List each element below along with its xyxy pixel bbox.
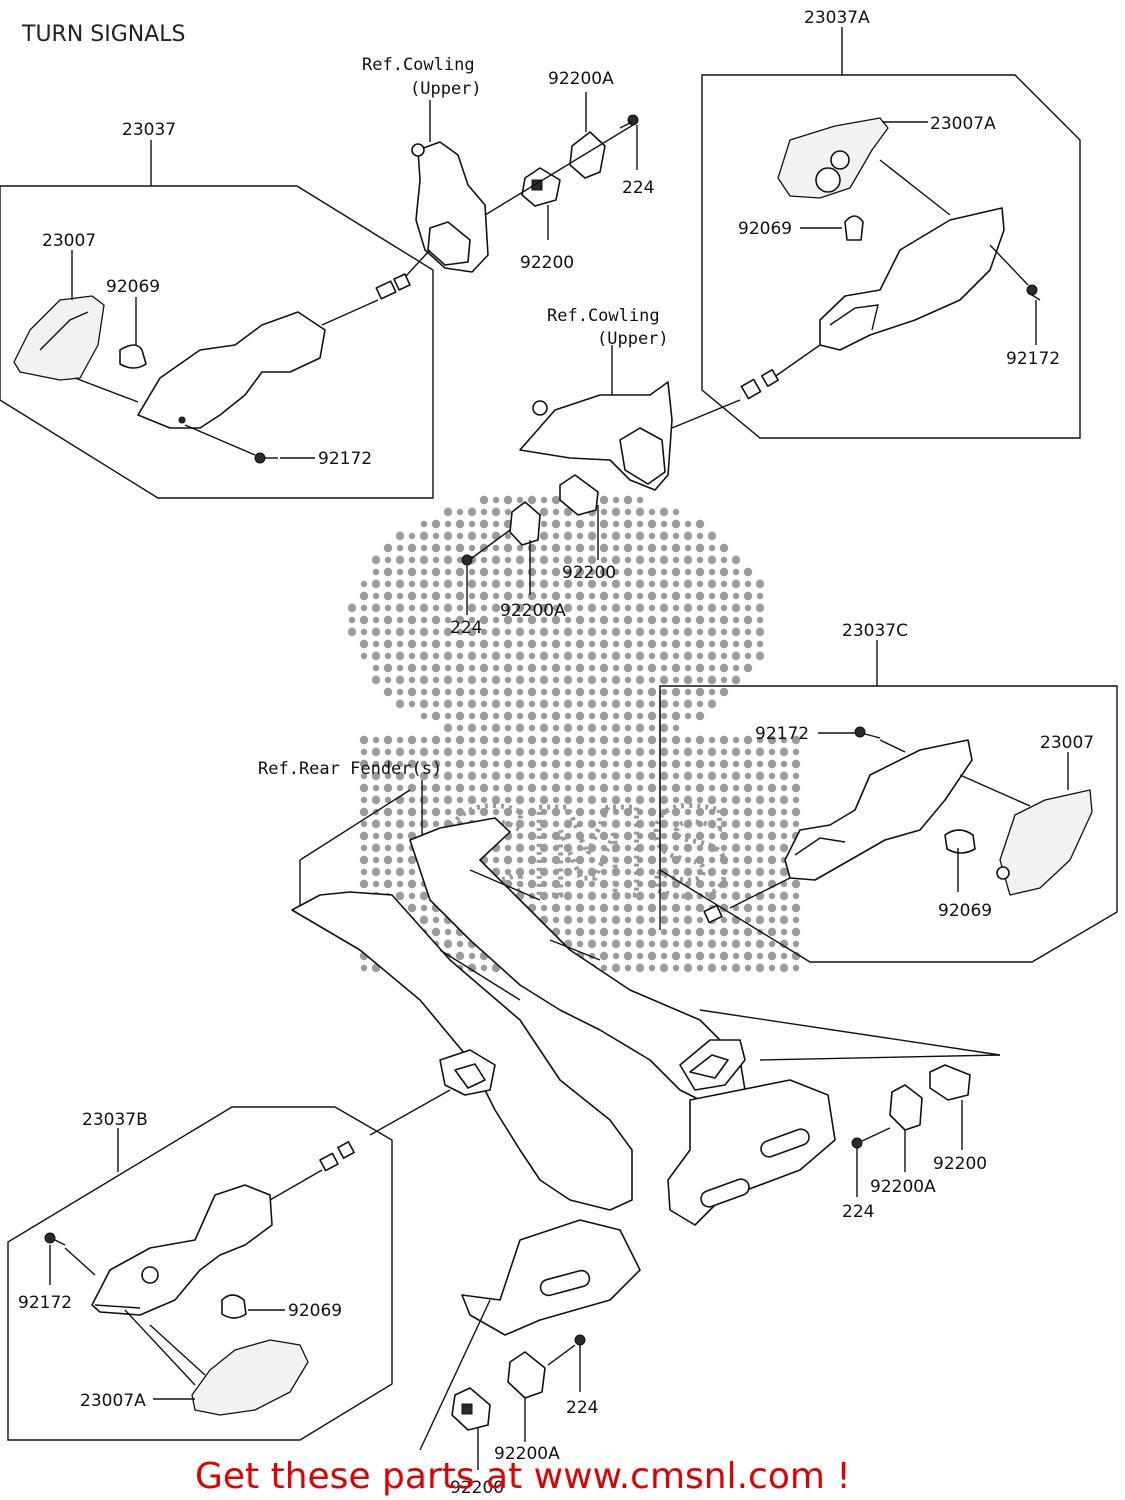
footer-link-text[interactable]: Get these parts at www.cmsnl.com !	[195, 1456, 851, 1497]
label-23007A: 23007A	[80, 1391, 146, 1411]
clip-92200A	[507, 1351, 546, 1399]
housing	[137, 311, 326, 429]
housing	[91, 1184, 273, 1316]
label-92069: 92069	[106, 277, 160, 297]
label-ref-cowling-sub: (Upper)	[597, 329, 669, 349]
label-92200A: 92200A	[548, 69, 614, 89]
group-cowling-mid: Ref.Cowling (Upper) 92200 92200A 224	[450, 306, 741, 638]
group-23037C: 23037C 92172 23007 92069	[659, 621, 1118, 963]
label-23037: 23037	[122, 120, 176, 140]
group-23037: 23037 23007 92069 92172	[0, 120, 434, 499]
lens-23007	[13, 295, 105, 381]
pad-92200	[929, 1064, 971, 1101]
label-23007A: 23007A	[930, 114, 996, 134]
housing	[819, 207, 1005, 351]
label-92172: 92172	[18, 1293, 72, 1313]
housing	[784, 739, 973, 881]
label-92200: 92200	[562, 563, 616, 583]
label-92200: 92200	[450, 1478, 504, 1498]
clip-92200A	[569, 131, 606, 179]
plate-bracket	[667, 1079, 836, 1226]
clip-92200A	[509, 501, 541, 546]
label-224: 224	[842, 1202, 874, 1222]
label-92200A: 92200A	[870, 1177, 936, 1197]
bulb-92069	[221, 1294, 247, 1319]
label-ref-cowling: Ref.Cowling	[362, 55, 475, 75]
label-ref-rear-fender: Ref.Rear Fender(s)	[258, 759, 442, 779]
label-92069: 92069	[938, 901, 992, 921]
bulb-92069	[844, 215, 864, 241]
lens-23007A	[191, 1339, 309, 1416]
rear-frame-left	[291, 891, 633, 1211]
label-92200: 92200	[520, 253, 574, 273]
label-92172: 92172	[318, 449, 372, 469]
label-23037A: 23037A	[804, 8, 870, 28]
label-23037C: 23037C	[842, 621, 908, 641]
bulb-92069	[944, 829, 976, 854]
group-cowling-top: Ref.Cowling (Upper) 92200A 224 92200	[362, 55, 654, 273]
screw-92172	[44, 1232, 66, 1246]
group-frame	[0, 185, 434, 499]
label-224: 224	[450, 618, 482, 638]
label-23007: 23007	[1040, 733, 1094, 753]
label-92200A: 92200A	[494, 1444, 560, 1464]
label-23007: 23007	[42, 231, 96, 251]
clip-92200A	[889, 1084, 923, 1131]
rear-fender-assembly: Ref.Rear Fender(s) 92200 92200A 224	[258, 759, 1001, 1336]
label-224: 224	[566, 1398, 598, 1418]
screw-92172	[1026, 284, 1041, 301]
screw-92172	[854, 726, 881, 739]
group-23037B: 23037B 92172 92069 23007A	[7, 1089, 451, 1441]
label-92069: 92069	[738, 219, 792, 239]
label-ref-cowling-sub: (Upper)	[410, 79, 482, 99]
label-ref-cowling: Ref.Cowling	[547, 306, 660, 326]
lens-23007	[999, 789, 1093, 896]
bulb-92069	[119, 344, 147, 369]
label-92172: 92172	[1006, 349, 1060, 369]
label-92172: 92172	[755, 724, 809, 744]
label-224: 224	[622, 178, 654, 198]
screw-92172	[254, 452, 278, 464]
label-92069: 92069	[288, 1301, 342, 1321]
lower-bracket	[461, 1219, 641, 1336]
group-frame	[7, 1106, 393, 1441]
group-23037A: 23037A 23007A 92069 92172	[701, 8, 1081, 439]
group-frame	[701, 74, 1081, 439]
page-title: TURN SIGNALS	[21, 22, 186, 47]
label-92200: 92200	[933, 1154, 987, 1174]
group-bottom-hardware: 224 92200A 92200	[419, 1299, 598, 1498]
label-92200A: 92200A	[500, 601, 566, 621]
pad-92200	[559, 474, 599, 516]
label-23037B: 23037B	[82, 1110, 148, 1130]
rear-frame-right	[409, 817, 746, 1106]
